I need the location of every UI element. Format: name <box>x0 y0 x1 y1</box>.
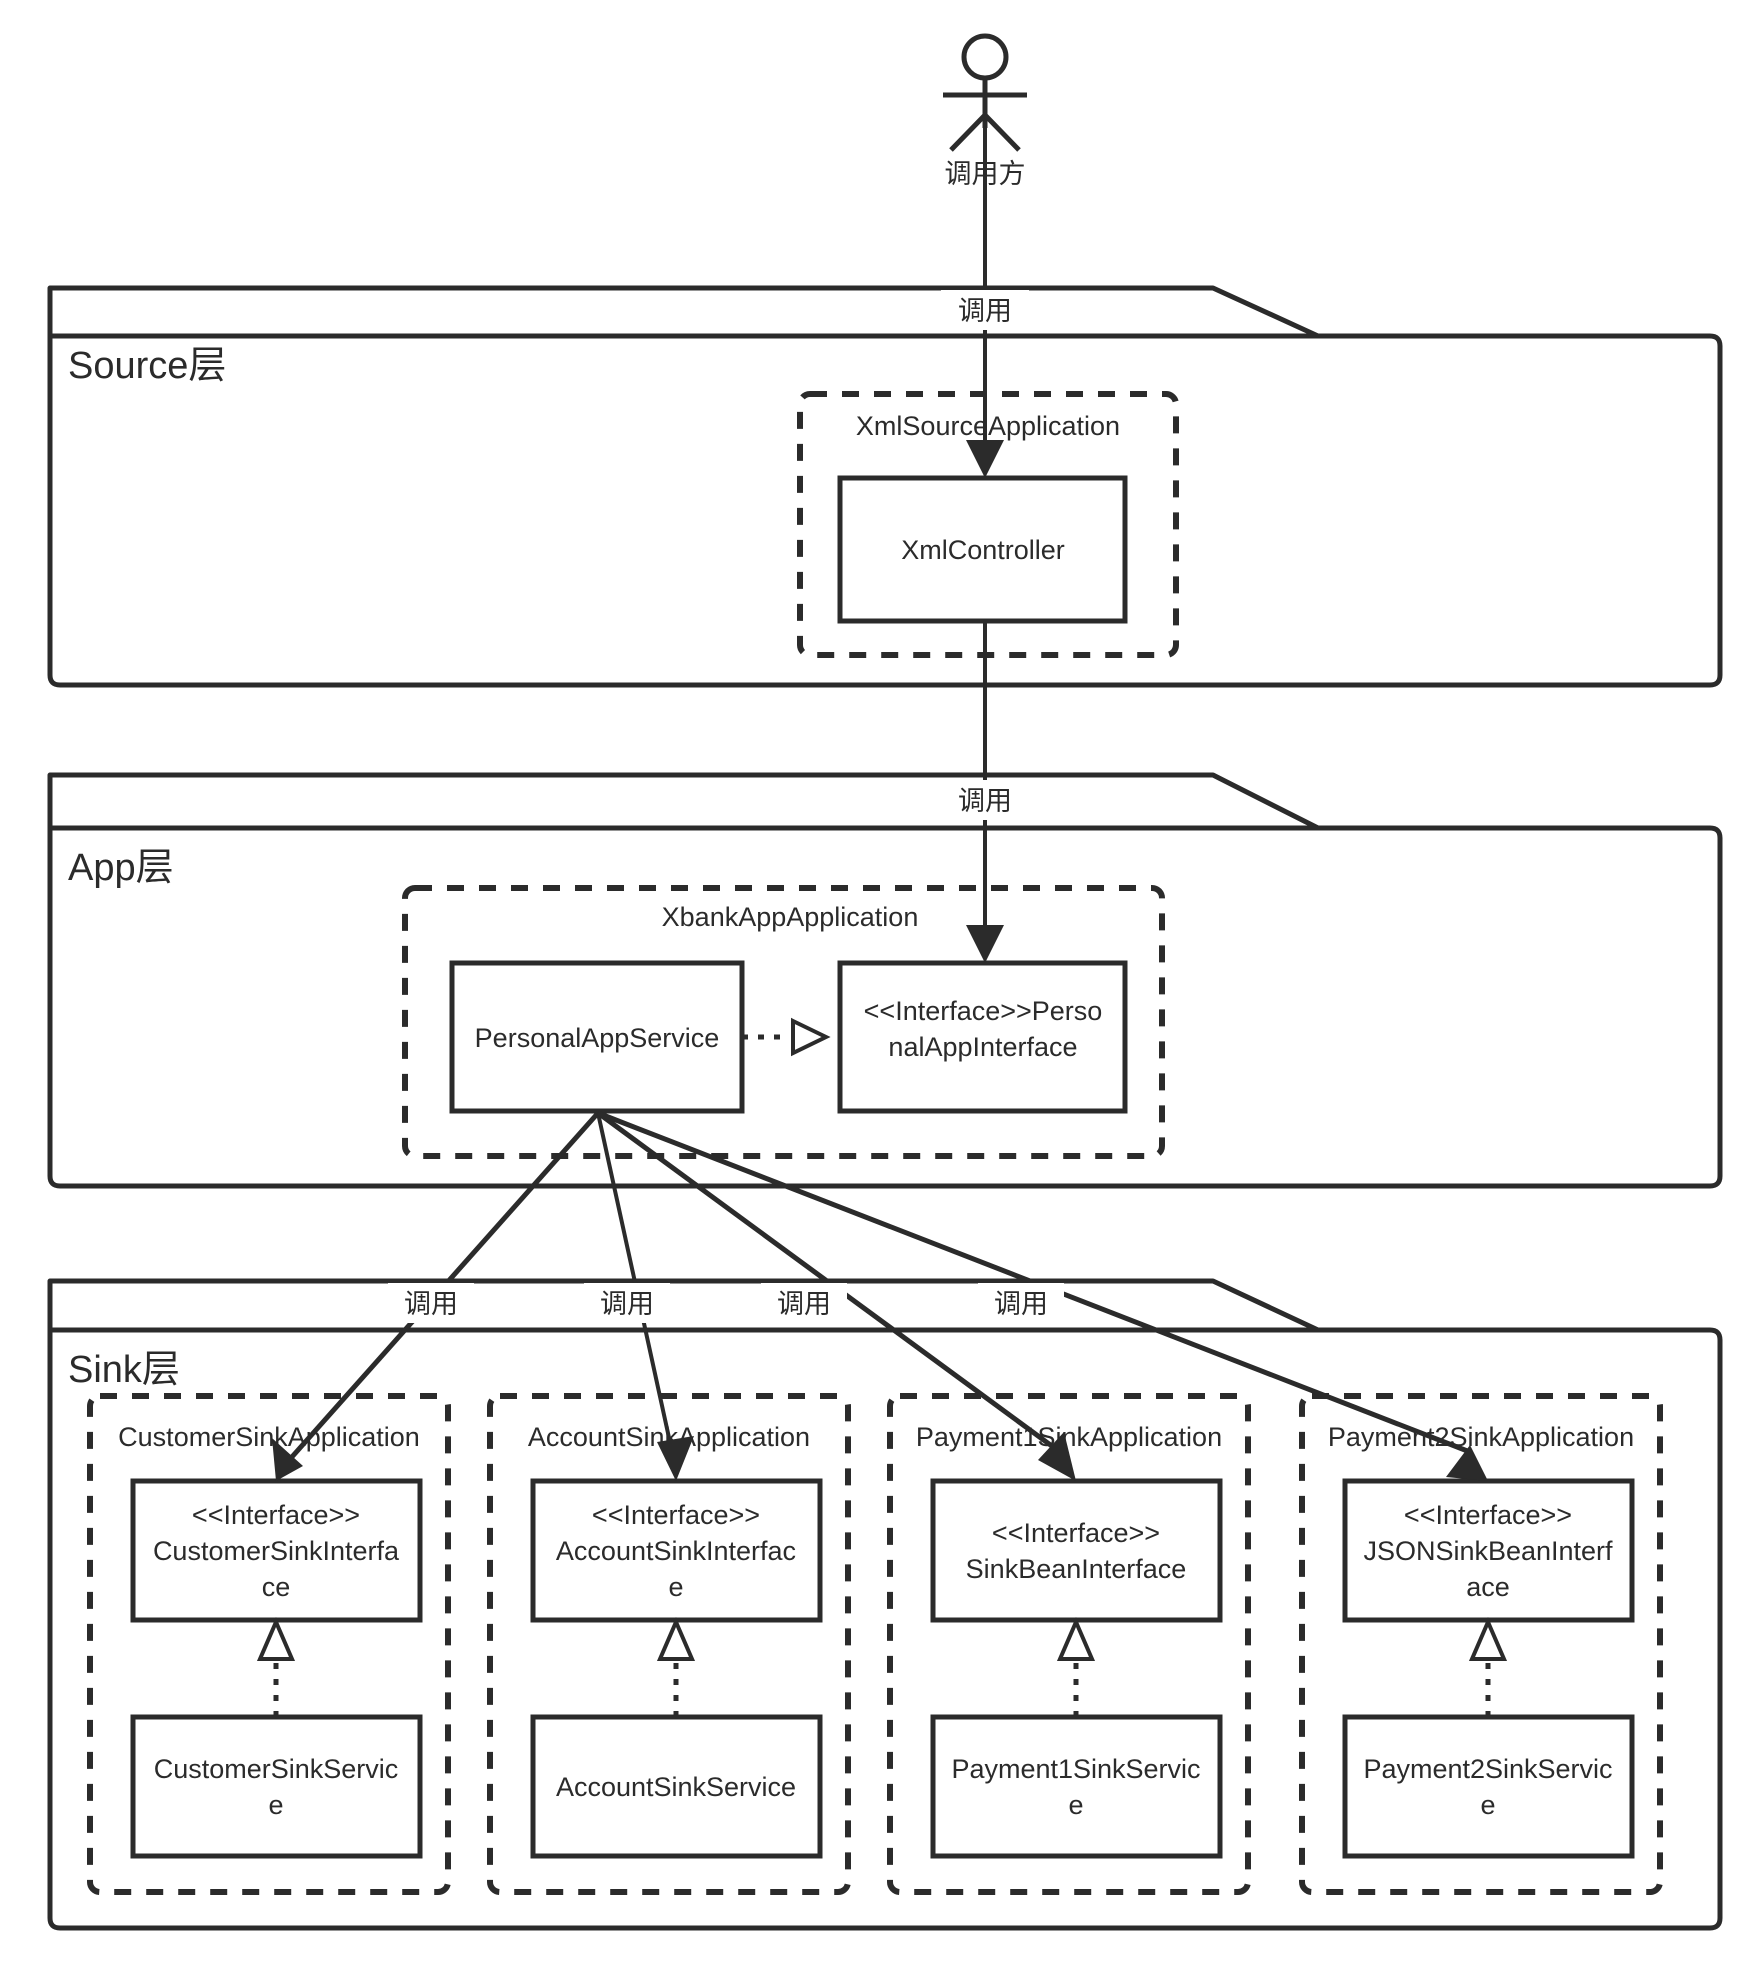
class-account-sink-service[interactable] <box>530 1714 823 1859</box>
source-layer-tab <box>50 285 1320 339</box>
class-payment1-sink-service-line-1: Payment1SinkServic <box>951 1754 1200 1784</box>
class-personal-app-interface-line-1: <<Interface>>Perso <box>864 996 1103 1026</box>
class-account-sink-interface[interactable] <box>530 1478 823 1623</box>
edge-label-call-source: 调用 <box>958 296 1012 326</box>
class-xml-controller[interactable] <box>837 475 1128 624</box>
package-xml-source-application[interactable] <box>797 391 1179 658</box>
edge-to-sinkbeaninterface-arrowhead <box>1038 1432 1076 1481</box>
edge-to-customersinkinterface-arrowhead <box>272 1438 303 1481</box>
label-bg-3 <box>388 1283 474 1323</box>
package-payment1-sink-application-border <box>887 1393 1251 1895</box>
class-customer-sink-interface-line-3: ce <box>262 1572 291 1602</box>
class-customer-sink-interface[interactable] <box>130 1478 423 1623</box>
package-payment2-sink-application[interactable]: Payment2SinkApplication <<Interface>> JS… <box>1299 1393 1663 1895</box>
class-personal-app-interface[interactable] <box>837 960 1128 1114</box>
realization-arrowhead-personalappinterface <box>791 1017 831 1057</box>
actor-head-icon <box>961 33 1009 81</box>
class-personal-app-interface-line-2: nalAppInterface <box>888 1032 1077 1062</box>
edge-label-call-sink-2: 调用 <box>600 1289 654 1319</box>
layer-source[interactable]: Source层 XmlSourceApplication XmlControll… <box>47 285 1723 688</box>
edge-to-jsonsinkbeaninterface-line <box>597 1110 1471 1455</box>
realization-arrowhead-customersinkinterface <box>256 1616 296 1661</box>
app-layer-tab <box>50 772 1320 831</box>
class-json-sink-bean-interface-line-2: JSONSinkBeanInterf <box>1363 1536 1613 1566</box>
class-account-sink-service-line-1: AccountSinkService <box>556 1772 796 1802</box>
package-xbank-app-application[interactable] <box>402 885 1165 1159</box>
label-bg-4 <box>584 1283 670 1323</box>
edge-to-accountsinkinterface-arrowhead <box>657 1436 694 1481</box>
sink-layer-label: Sink层 <box>68 1349 180 1391</box>
package-account-sink-application-border <box>487 1393 851 1895</box>
actor-right-leg-icon <box>983 113 1021 152</box>
edge-personalappservice-to-sinkbeaninterface <box>596 1110 1076 1481</box>
edge-personalappservice-to-jsonsinkbeaninterface <box>597 1110 1488 1481</box>
realization-arrowhead-accountsinkinterface <box>656 1616 696 1661</box>
package-account-sink-application[interactable]: AccountSinkApplication <<Interface>> Acc… <box>487 1393 851 1895</box>
class-customer-sink-service-line-2: e <box>268 1790 283 1820</box>
class-xml-controller-label: XmlController <box>901 535 1065 565</box>
sink-layer-body <box>47 1278 1723 1931</box>
class-payment2-sink-service-line-2: e <box>1480 1790 1495 1820</box>
realization-arrowhead-sinkbeaninterface <box>1056 1616 1096 1661</box>
class-customer-sink-service-line-1: CustomerSinkServic <box>154 1754 399 1784</box>
label-bg-5 <box>761 1283 847 1323</box>
package-customer-sink-application[interactable]: CustomerSinkApplication <<Interface>> Cu… <box>87 1393 451 1895</box>
package-xbank-app-application-label: XbankAppApplication <box>662 902 919 932</box>
package-payment1-sink-application-label: Payment1SinkApplication <box>916 1422 1222 1452</box>
package-payment2-sink-application-border <box>1299 1393 1663 1895</box>
package-payment1-sink-application[interactable]: Payment1SinkApplication <<Interface>> Si… <box>887 1393 1251 1895</box>
edge-label-call-sink-3: 调用 <box>777 1289 831 1319</box>
layer-app[interactable]: App层 XbankAppApplication PersonalAppServ… <box>47 772 1723 1189</box>
package-customer-sink-application-label: CustomerSinkApplication <box>118 1422 420 1452</box>
edge-xmlcontroller-to-personalappinterface-arrowhead <box>966 925 1004 963</box>
class-account-sink-interface-line-1: <<Interface>> <box>592 1500 760 1530</box>
package-xml-source-application-label: XmlSourceApplication <box>856 411 1120 441</box>
class-personal-app-service[interactable] <box>449 960 745 1114</box>
actor-left-leg-icon <box>949 113 987 152</box>
class-account-sink-interface-line-3: e <box>668 1572 683 1602</box>
edge-label-call-app: 调用 <box>958 786 1012 816</box>
edge-label-call-sink-4: 调用 <box>994 1289 1048 1319</box>
layer-sink[interactable]: Sink层 CustomerSinkApplication <<Interfac… <box>47 1278 1723 1931</box>
edge-to-sinkbeaninterface-line <box>596 1110 1062 1455</box>
class-customer-sink-interface-line-2: CustomerSinkInterfa <box>153 1536 400 1566</box>
package-customer-sink-application-border <box>87 1393 451 1895</box>
package-payment2-sink-application-label: Payment2SinkApplication <box>1328 1422 1634 1452</box>
realization-arrowhead-jsonsinkbeaninterface <box>1468 1616 1508 1661</box>
class-sink-bean-interface-line-1: <<Interface>> <box>992 1518 1160 1548</box>
class-json-sink-bean-interface-line-1: <<Interface>> <box>1404 1500 1572 1530</box>
source-layer-body <box>47 285 1723 688</box>
class-sink-bean-interface-line-2: SinkBeanInterface <box>966 1554 1187 1584</box>
class-account-sink-interface-line-2: AccountSinkInterfac <box>556 1536 796 1566</box>
source-layer-label: Source层 <box>68 345 226 387</box>
class-payment2-sink-service-line-1: Payment2SinkServic <box>1363 1754 1612 1784</box>
class-personal-app-service-label: PersonalAppService <box>475 1023 720 1053</box>
app-layer-label: App层 <box>68 847 174 889</box>
edge-to-jsonsinkbeaninterface-arrowhead <box>1446 1445 1488 1481</box>
label-bg-6 <box>978 1283 1064 1323</box>
label-bg-1 <box>941 290 1029 330</box>
class-payment2-sink-service[interactable] <box>1342 1714 1635 1859</box>
sink-layer-tab <box>50 1278 1320 1333</box>
class-payment1-sink-service[interactable] <box>930 1714 1223 1859</box>
class-payment1-sink-service-line-2: e <box>1068 1790 1083 1820</box>
class-customer-sink-interface-line-1: <<Interface>> <box>192 1500 360 1530</box>
class-json-sink-bean-interface-line-3: ace <box>1466 1572 1510 1602</box>
class-sink-bean-interface[interactable] <box>930 1478 1223 1623</box>
class-customer-sink-service[interactable] <box>130 1714 423 1859</box>
app-layer-body <box>47 772 1723 1189</box>
edge-label-call-sink-1: 调用 <box>404 1289 458 1319</box>
edge-labels: 调用 调用 调用 调用 调用 调用 <box>388 290 1064 1323</box>
edge-caller-to-xmlcontroller-arrowhead <box>966 440 1004 478</box>
label-bg-2 <box>941 780 1029 820</box>
